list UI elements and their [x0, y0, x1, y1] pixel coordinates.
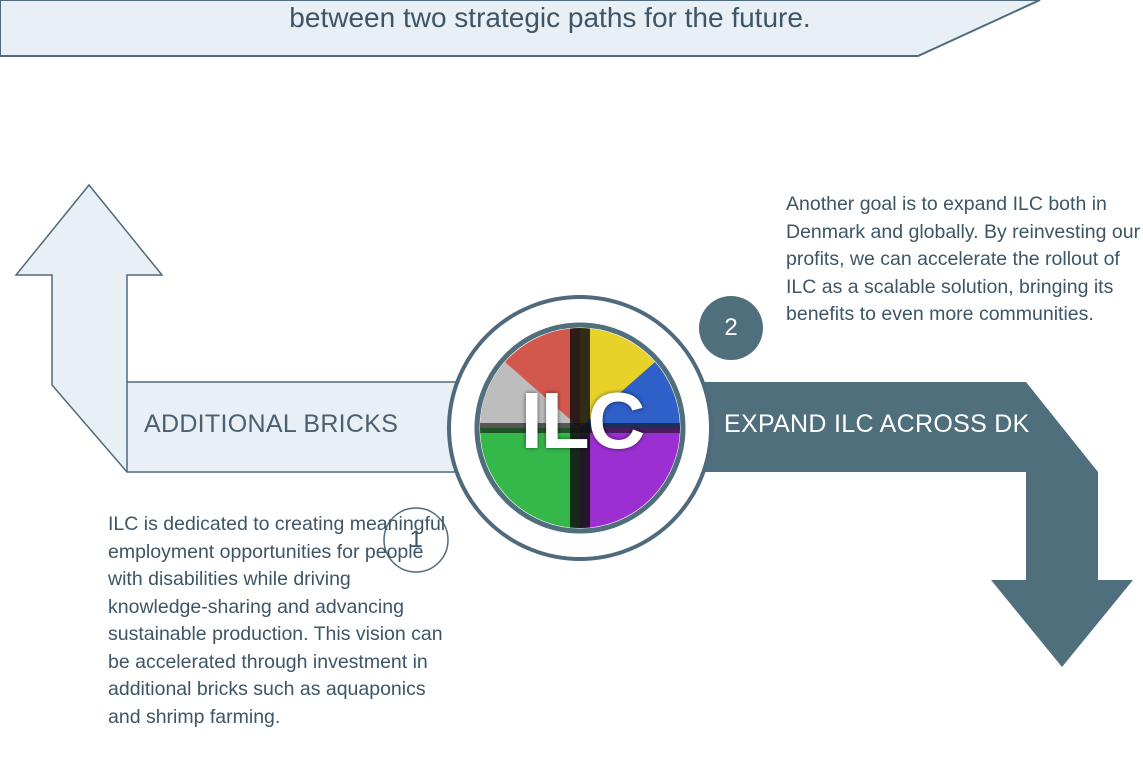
expand-ilc-label: EXPAND ILC ACROSS DK: [724, 410, 1030, 438]
additional-bricks-arrow: [14, 183, 521, 473]
logo-text: ILC: [520, 376, 646, 465]
banner-text: between two strategic paths for the futu…: [289, 2, 811, 33]
step-2-number: 2: [724, 314, 738, 341]
ilc-logo-icon: [480, 328, 680, 528]
additional-bricks-label: ADDITIONAL BRICKS: [144, 410, 399, 438]
banner-shape: [0, 0, 1041, 57]
step-1-number: 1: [409, 526, 423, 553]
step-1-description: ILC is dedicated to creating meaningful …: [108, 513, 446, 728]
expand-ilc-arrow: [640, 382, 1133, 667]
step-1-circle: [383, 507, 449, 573]
step-2-circle: [699, 296, 763, 360]
step-2-description: Another goal is to expand ILC both in De…: [786, 193, 1141, 325]
